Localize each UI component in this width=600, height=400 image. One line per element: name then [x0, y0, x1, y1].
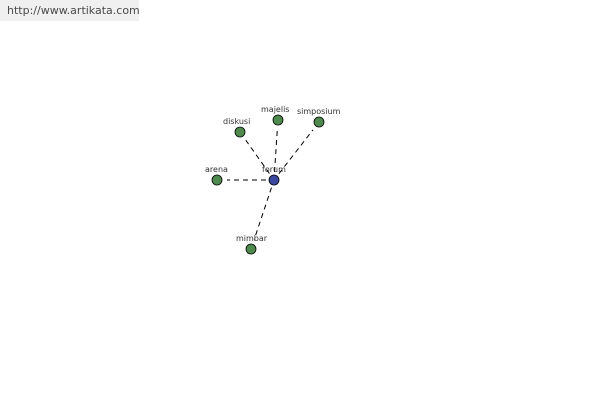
nodes-group: [211, 114, 325, 255]
node-label-forum: forum: [262, 165, 286, 174]
node-label-simposium: simposium: [297, 107, 341, 116]
node-simposium[interactable]: [313, 116, 325, 128]
edge-forum-diskusi: [245, 139, 270, 174]
node-forum-center[interactable]: [268, 174, 280, 186]
node-label-diskusi: diskusi: [223, 117, 250, 126]
node-mimbar[interactable]: [245, 243, 257, 255]
labels-group: diskusi majelis simposium arena mimbar forum: [205, 105, 341, 243]
site-url-link[interactable]: http://www.artikata.com: [0, 0, 139, 21]
edge-forum-majelis: [274, 129, 278, 173]
node-diskusi[interactable]: [234, 126, 246, 138]
node-arena[interactable]: [211, 174, 223, 186]
node-label-majelis: majelis: [261, 105, 289, 114]
edge-forum-simposium: [278, 129, 314, 175]
node-label-mimbar: mimbar: [236, 234, 268, 243]
node-label-arena: arena: [205, 165, 228, 174]
edges-group: [227, 129, 314, 240]
edge-forum-mimbar: [253, 187, 272, 240]
node-majelis[interactable]: [272, 114, 284, 126]
